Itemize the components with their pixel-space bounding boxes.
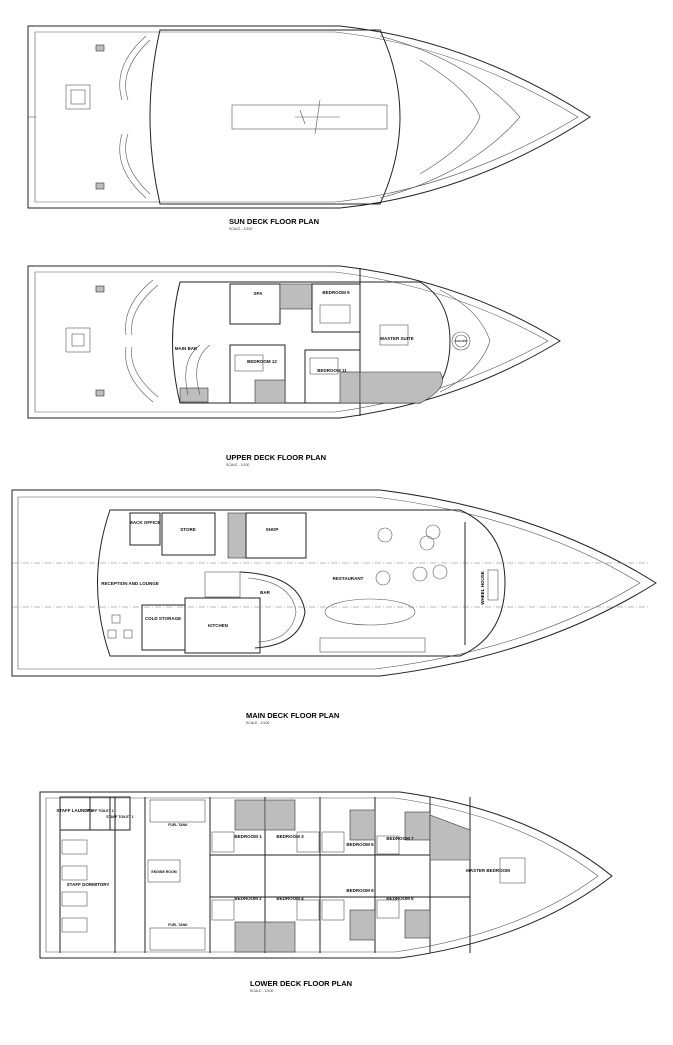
room-label: SPA	[254, 291, 264, 296]
room-label: BEDROOM 1	[234, 834, 262, 839]
room-label: SHOP	[266, 527, 279, 532]
main-deck-scale: SCALE - 1/100	[246, 721, 269, 725]
room-label: MASTER SUITE	[380, 336, 414, 341]
lower-deck-plan: STAFF LAUNDRY STAFF TOILET 2 STAFF TOILE…	[39, 791, 613, 993]
lounge-chairs	[107, 614, 133, 639]
sun-deck-scale: SCALE - 1/100	[229, 227, 252, 231]
room-label: STAFF DORMITORY	[67, 882, 110, 887]
room-label: BEDROOM 2	[234, 896, 262, 901]
room-label: STORE	[180, 527, 195, 532]
room-label: BEDROOM 7	[386, 836, 414, 841]
lower-deck-labels: STAFF LAUNDRY STAFF TOILET 2 STAFF TOILE…	[56, 808, 510, 927]
upper-deck-hull	[27, 265, 561, 419]
room-label: RECEPTION AND LOUNGE	[101, 581, 159, 586]
main-deck-plan: BACK OFFICE STORE SHOP RESTAURANT RECEPT…	[11, 489, 657, 725]
upper-deck-labels: SPA BEDROOM 9 MASTER SUITE MAIN BAR BEDR…	[175, 290, 468, 373]
room-label: BEDROOM 11	[317, 368, 347, 373]
room-label: BAR	[260, 590, 270, 595]
room-label: BEDROOM 3	[276, 834, 304, 839]
main-deck-title: MAIN DECK FLOOR PLAN	[246, 711, 339, 720]
room-label: JACUZZI	[455, 339, 468, 343]
staff-bunks	[61, 839, 88, 933]
sun-deck-canopy	[149, 29, 401, 205]
upper-deck-plan: SPA BEDROOM 9 MASTER SUITE MAIN BAR BEDR…	[27, 265, 561, 467]
room-label: KITCHEN	[208, 623, 228, 628]
room-label: BEDROOM 6	[346, 888, 374, 893]
sun-deck-hull	[27, 25, 591, 209]
cabin-beds	[211, 831, 526, 921]
room-label: MASTER BEDROOM	[466, 868, 510, 873]
room-label: RESTAURANT	[333, 576, 364, 581]
lower-deck-scale: SCALE - 1/100	[250, 989, 273, 993]
room-label: BEDROOM 4	[276, 896, 304, 901]
room-label: STAFF TOILET 1	[106, 815, 133, 819]
upper-deck-scale: SCALE - 1/100	[226, 463, 249, 467]
room-label: ENGINE ROOM	[151, 870, 176, 874]
lower-deck-hull	[39, 791, 613, 959]
room-label: STAFF TOILET 2	[86, 809, 113, 813]
room-label: BEDROOM 8	[386, 896, 414, 901]
lower-deck-title: LOWER DECK FLOOR PLAN	[250, 979, 352, 988]
room-label: WHEEL HOUSE	[480, 571, 485, 604]
upper-deck-title: UPPER DECK FLOOR PLAN	[226, 453, 326, 462]
main-deck-labels: BACK OFFICE STORE SHOP RESTAURANT RECEPT…	[101, 520, 485, 628]
main-deck-hull	[11, 489, 657, 677]
room-label: BEDROOM 9	[322, 290, 350, 295]
sun-deck-plan: SUN DECK FLOOR PLAN SCALE - 1/100	[27, 25, 591, 231]
room-label: BEDROOM 5	[346, 842, 374, 847]
room-label: BEDROOM 12	[247, 359, 277, 364]
room-label: BACK OFFICE	[130, 520, 161, 525]
room-label: MAIN BAR	[175, 346, 198, 351]
room-label: STAFF LAUNDRY	[56, 808, 93, 813]
sun-deck-title: SUN DECK FLOOR PLAN	[229, 217, 319, 226]
room-label: FUEL TANK	[168, 923, 188, 927]
restaurant-tables	[375, 524, 448, 586]
room-label: COLD STORAGE	[145, 616, 181, 621]
room-label: FUEL TANK	[168, 823, 188, 827]
